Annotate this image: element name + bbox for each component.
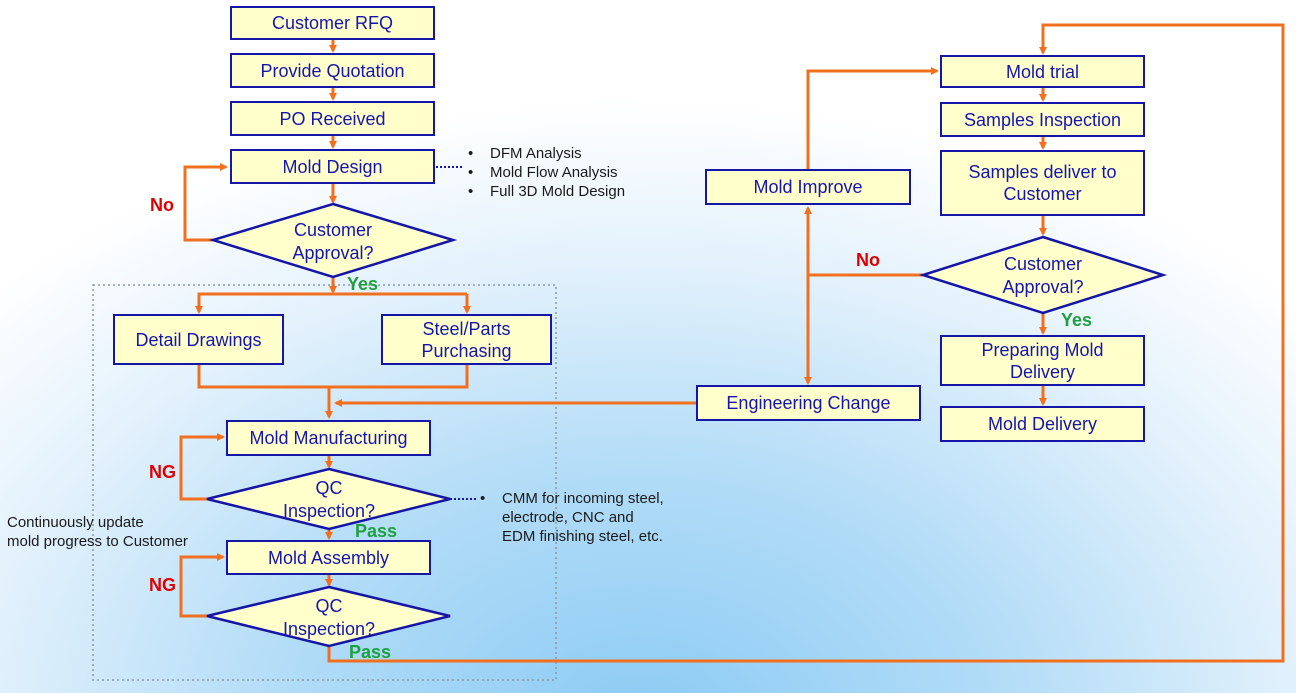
label-line: Inspection? <box>282 619 376 639</box>
label-line: Customer <box>293 220 373 240</box>
step-customer-rfq: Customer RFQ <box>230 6 435 40</box>
step-label-line: Delivery <box>1009 361 1075 382</box>
step-detail-drawings: Detail Drawings <box>113 314 284 365</box>
step-steel-parts-purchasing: Steel/Parts Purchasing <box>381 314 552 365</box>
step-label-line: Preparing Mold <box>981 339 1104 360</box>
tag-yes-approval-2: Yes <box>1061 310 1093 330</box>
note-progress-update: Continuously update mold progress to Cus… <box>7 513 188 551</box>
step-label: Engineering Change <box>726 393 891 413</box>
step-mold-design: Mold Design <box>230 149 435 184</box>
step-label-line: Steel/Parts <box>422 318 511 339</box>
step-label: Samples Inspection <box>963 109 1122 130</box>
arrow-qc2-ng-loop <box>179 553 225 618</box>
line-merge <box>197 364 469 389</box>
decision-label-customer-approval-2: Customer Approval? <box>1002 253 1083 299</box>
note-item: CMM for incoming steel, electrode, CNC a… <box>480 489 664 546</box>
step-mold-improve: Mold Improve <box>705 169 911 205</box>
step-mold-trial: Mold trial <box>940 55 1145 88</box>
note-item: Full 3D Mold Design <box>468 182 625 201</box>
tag-ng-qc-1: NG <box>149 462 176 482</box>
label-line: QC <box>315 478 343 498</box>
note-item: Mold Flow Analysis <box>468 163 625 182</box>
step-provide-quotation: Provide Quotation <box>230 53 435 88</box>
decision-customer-approval-1 <box>208 202 458 279</box>
step-engineering-change: Engineering Change <box>696 385 921 421</box>
tag-ng-qc-2: NG <box>149 575 176 595</box>
tag-yes-approval-1: Yes <box>347 274 379 294</box>
tag-pass-qc-1: Pass <box>355 521 398 541</box>
decision-label-qc-inspection-2: QC Inspection? <box>283 595 375 641</box>
tag-no-approval-1: No <box>150 195 174 215</box>
note-line: EDM finishing steel, etc. <box>502 528 663 545</box>
decision-qc-inspection-2 <box>206 585 451 648</box>
note-line: Continuously update <box>7 514 144 531</box>
note-line: electrode, CNC and <box>502 509 634 526</box>
decision-qc-inspection-1 <box>206 467 451 531</box>
tag-pass-qc-2: Pass <box>349 642 392 662</box>
step-label: Customer RFQ <box>271 13 394 33</box>
step-label-line: Purchasing <box>421 340 512 361</box>
label-line: Approval? <box>1002 277 1084 297</box>
step-label: Provide Quotation <box>260 60 405 81</box>
note-line: mold progress to Customer <box>7 533 188 550</box>
step-label-line: Customer <box>1003 184 1082 204</box>
step-mold-manufacturing: Mold Manufacturing <box>226 420 431 456</box>
arrow-improve-to-trial <box>806 67 939 170</box>
step-preparing-mold-delivery: Preparing Mold Delivery <box>940 335 1145 386</box>
step-label: PO Received <box>279 108 386 129</box>
step-samples-deliver: Samples deliver to Customer <box>940 150 1145 216</box>
note-item: DFM Analysis <box>468 144 625 163</box>
step-label: Mold Manufacturing <box>249 428 408 448</box>
arrow-qc2-pass-to-trial <box>327 23 1285 663</box>
label-line: Approval? <box>292 243 374 263</box>
decision-label-qc-inspection-1: QC Inspection? <box>283 477 375 523</box>
label-line: QC <box>315 596 343 616</box>
step-label: Mold Delivery <box>987 414 1098 434</box>
arrow-qc1-ng-loop <box>179 433 225 501</box>
decision-label-customer-approval-1: Customer Approval? <box>292 219 373 265</box>
step-mold-delivery: Mold Delivery <box>940 406 1145 442</box>
step-label: Mold Improve <box>753 177 863 197</box>
note-qc-details: CMM for incoming steel, electrode, CNC a… <box>480 489 664 546</box>
step-po-received: PO Received <box>230 101 435 136</box>
label-line: Customer <box>1003 254 1083 274</box>
step-label: Mold trial <box>1005 61 1080 82</box>
tag-no-approval-2: No <box>856 250 880 270</box>
step-mold-assembly: Mold Assembly <box>226 540 431 575</box>
arrow-approval-no-loop <box>183 163 228 242</box>
note-line: CMM for incoming steel, <box>502 490 664 507</box>
note-mold-design-details: DFM Analysis Mold Flow Analysis Full 3D … <box>468 144 625 201</box>
step-label: Mold Design <box>282 156 383 177</box>
decision-customer-approval-2 <box>918 235 1168 315</box>
label-line: Inspection? <box>282 501 376 521</box>
step-label-line: Samples deliver to <box>968 162 1117 182</box>
manufacturing-group-outline <box>92 284 557 681</box>
arrow-split-detail <box>195 292 467 314</box>
step-samples-inspection: Samples Inspection <box>940 102 1145 137</box>
step-label: Mold Assembly <box>267 547 390 568</box>
step-label: Detail Drawings <box>135 329 262 350</box>
